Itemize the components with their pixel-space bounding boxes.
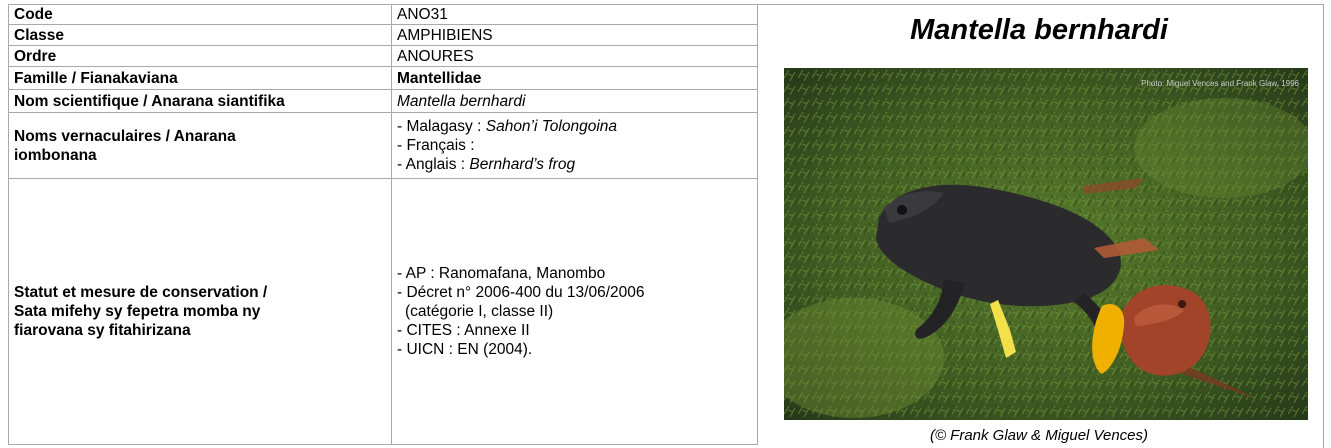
table-row: Famille / Fianakaviana Mantellidae (8, 66, 758, 90)
ordre-label: Ordre (8, 45, 392, 67)
label-line: iombonana (14, 146, 97, 164)
nom-scientifique-value: Mantella bernhardi (391, 89, 758, 113)
classe-value: AMPHIBIENS (391, 24, 758, 46)
info-table: Code ANO31 Classe AMPHIBIENS Ordre ANOUR… (8, 4, 758, 445)
code-value: ANO31 (391, 4, 758, 25)
label-line: Noms vernaculaires / Anarana (14, 127, 236, 145)
famille-value: Mantellidae (391, 66, 758, 90)
dark-frog (876, 184, 1121, 358)
statut-line: - Décret n° 2006-400 du 13/06/2006 (397, 284, 645, 301)
francais-line: - Français : (397, 137, 475, 154)
statut-line: (catégorie I, classe II) (405, 303, 554, 320)
species-photo: Photo: Miguel Vences and Frank Glaw, 199… (784, 68, 1308, 420)
statut-label: Statut et mesure de conservation / Sata … (8, 178, 392, 445)
frog-illustration: Photo: Miguel Vences and Frank Glaw, 199… (784, 68, 1308, 420)
species-title: Mantella bernhardi (910, 14, 1168, 46)
malagasy-line: - Malagasy : Sahon’i Tolongoina (397, 117, 752, 136)
table-row: Statut et mesure de conservation / Sata … (8, 178, 758, 445)
photo-credit-overlay: Photo: Miguel Vences and Frank Glaw, 199… (1141, 79, 1299, 88)
table-row: Classe AMPHIBIENS (8, 24, 758, 46)
twig (1084, 178, 1144, 194)
statut-line: - AP : Ranomafana, Manombo (397, 265, 606, 282)
table-row: Ordre ANOURES (8, 45, 758, 67)
table-row: Noms vernaculaires / Anarana iombonana -… (8, 112, 758, 179)
malagasy-name: Sahon’i Tolongoina (485, 118, 618, 135)
table-row: Code ANO31 (8, 4, 758, 25)
label-line: fiarovana sy fitahirizana (14, 322, 191, 339)
frog-foot (1094, 238, 1159, 258)
code-label: Code (8, 4, 392, 25)
photo-caption: (© Frank Glaw & Miguel Vences) (929, 427, 1149, 444)
famille-label: Famille / Fianakaviana (8, 66, 392, 90)
anglais-line: - Anglais : Bernhard’s frog (397, 155, 752, 174)
table-row: Nom scientifique / Anarana siantifika Ma… (8, 89, 758, 113)
malagasy-prefix: - Malagasy : (397, 118, 486, 135)
moss-highlight (1134, 98, 1308, 198)
statut-value: - AP : Ranomafana, Manombo - Décret n° 2… (391, 178, 758, 445)
statut-line: - UICN : EN (2004). (397, 341, 533, 358)
species-panel: Mantella bernhardi (754, 4, 1324, 448)
statut-line: - CITES : Annexe II (397, 322, 530, 339)
label-line: Sata mifehy sy fepetra momba ny (14, 303, 261, 320)
moss-highlight (784, 298, 944, 418)
noms-vernaculaires-label: Noms vernaculaires / Anarana iombonana (8, 112, 392, 179)
noms-vernaculaires-value: - Malagasy : Sahon’i Tolongoina - França… (391, 112, 758, 179)
classe-label: Classe (8, 24, 392, 46)
species-sheet: Code ANO31 Classe AMPHIBIENS Ordre ANOUR… (8, 4, 1324, 448)
ordre-value: ANOURES (391, 45, 758, 67)
label-line: Statut et mesure de conservation / (14, 284, 268, 301)
red-frog (1092, 284, 1211, 376)
nom-scientifique-label: Nom scientifique / Anarana siantifika (8, 89, 392, 113)
anglais-prefix: - Anglais : (397, 156, 470, 173)
anglais-name: Bernhard’s frog (469, 156, 576, 173)
